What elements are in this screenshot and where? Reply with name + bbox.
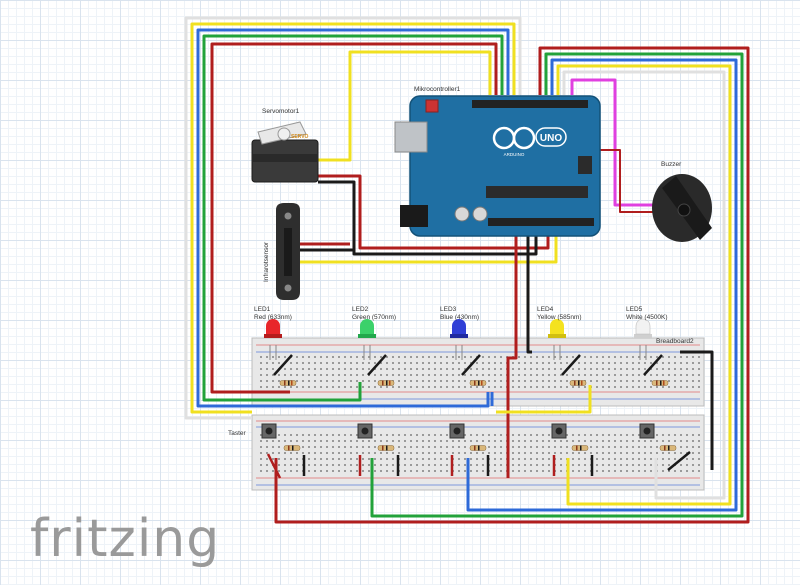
led5-name: LED5 xyxy=(626,306,643,313)
led2-desc: Green (570nm) xyxy=(352,314,396,321)
servo-motor: SERVO xyxy=(251,121,319,183)
breadboard-bottom xyxy=(251,414,705,491)
servo-label: Servomotor1 xyxy=(262,108,300,115)
arduino-board-name: UNO xyxy=(540,133,562,144)
led2-name: LED2 xyxy=(352,306,369,313)
wire-blue-right xyxy=(466,58,738,512)
led-4 xyxy=(548,319,566,360)
signal-wires xyxy=(184,16,750,524)
wire-black-down xyxy=(526,232,532,354)
led3-name: LED3 xyxy=(440,306,457,313)
led1-desc: Red (633nm) xyxy=(254,314,292,321)
led4-desc: Yellow (585nm) xyxy=(537,314,582,321)
wire-magenta-buzzer xyxy=(570,78,660,207)
wire-yellow-right xyxy=(556,64,732,506)
led-3 xyxy=(450,319,468,360)
wire-yellow-outer xyxy=(190,22,516,414)
jumpers xyxy=(266,354,691,479)
wire-yellow-servo xyxy=(318,50,492,162)
led1-name: LED1 xyxy=(254,306,271,313)
buzzer-label: Buzzer xyxy=(661,161,682,168)
wire-white-right xyxy=(562,70,726,500)
pushbuttons-and-resistors xyxy=(261,423,677,451)
arduino-brand: ARDUINO xyxy=(504,152,525,157)
wire-green-left xyxy=(202,34,504,402)
wire-red-down xyxy=(506,232,518,478)
wire-green-right xyxy=(370,52,744,518)
buzzer xyxy=(652,174,712,242)
taster-label: Taster xyxy=(228,430,247,437)
led-5 xyxy=(634,318,652,360)
ir-sensor xyxy=(276,203,300,300)
wire-black-right xyxy=(680,350,714,470)
led-2 xyxy=(358,319,376,360)
wire-yellow-led4 xyxy=(496,385,592,414)
wire-yellow-ir xyxy=(300,232,558,264)
breadboard-top xyxy=(251,337,705,407)
wire-black-servo xyxy=(318,180,538,256)
breadboard-label: Breadboard2 xyxy=(656,338,694,345)
mcu-label: Mikrocontroller1 xyxy=(414,86,461,93)
wire-blue-left xyxy=(196,28,510,408)
servo-brand: SERVO xyxy=(291,134,309,140)
led5-desc: White (4500K) xyxy=(626,314,668,321)
led3-desc: Blue (430nm) xyxy=(440,314,479,321)
ir-label: Infrarotsensor xyxy=(263,241,270,282)
led-1 xyxy=(264,319,282,360)
wire-white-outer xyxy=(184,16,522,420)
wire-red-right xyxy=(274,46,750,524)
resistors-top xyxy=(279,380,669,386)
wire-red-servo-power xyxy=(318,174,550,250)
wire-red-left xyxy=(210,42,498,394)
fritzing-logo: fritzing xyxy=(30,509,220,569)
led4-name: LED4 xyxy=(537,306,554,313)
arduino-uno-board: UNO ARDUINO xyxy=(394,95,601,237)
